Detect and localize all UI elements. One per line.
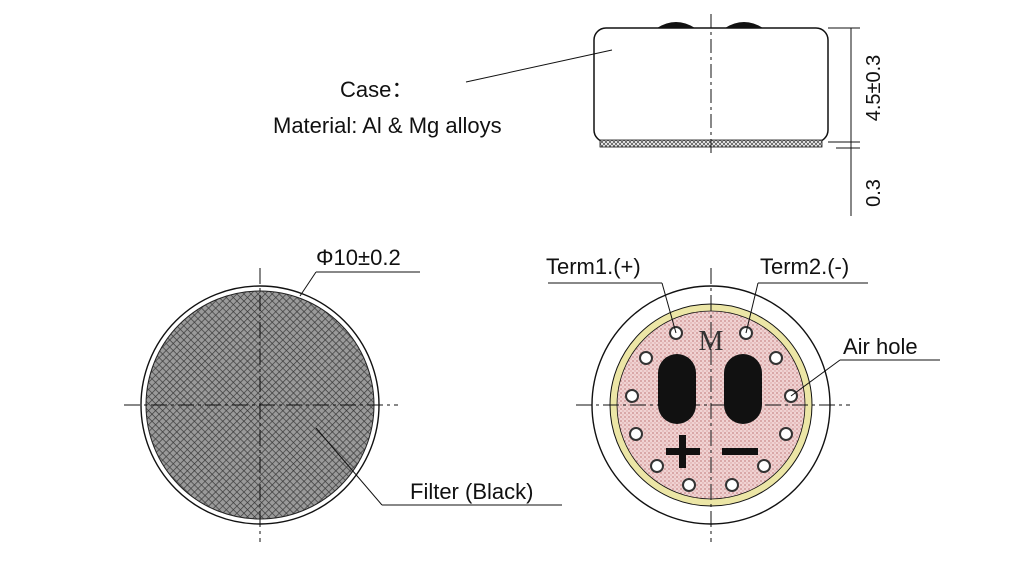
via-hole: [725, 478, 739, 492]
via-hole: [639, 351, 653, 365]
term1-leader: [661, 282, 677, 334]
via-hole: [757, 459, 771, 473]
diameter-label: Φ10±0.2: [316, 245, 401, 270]
air-hole-label: Air hole: [843, 334, 918, 359]
side-view: 4.5±0.3 0.3 Case： Material: Al & Mg allo…: [273, 14, 885, 216]
front-view: Φ10±0.2 Filter (Black): [124, 245, 562, 542]
back-view: M Term1.(+) Term2.(-) Air hole: [546, 254, 940, 542]
via-hole: [769, 351, 783, 365]
via-hole: [629, 427, 643, 441]
pcb-mark: M: [699, 326, 724, 357]
term2-leader: [745, 282, 759, 334]
via-hole: [682, 478, 696, 492]
case-label: Case：: [340, 77, 413, 102]
top-bump-right: [725, 22, 763, 28]
minus-sign: [722, 448, 758, 455]
diameter-leader: [299, 271, 317, 297]
material-label: Material: Al & Mg alloys: [273, 113, 502, 138]
height-dimension: 4.5±0.3: [863, 55, 885, 122]
via-hole: [779, 427, 793, 441]
term1-label: Term1.(+): [546, 254, 641, 279]
terminal2-pad: [724, 354, 762, 424]
terminal1-pad: [658, 354, 696, 424]
case-leader-line: [465, 49, 613, 83]
base-dimension: 0.3: [863, 179, 885, 207]
top-bump-left: [657, 22, 695, 28]
term2-label: Term2.(-): [760, 254, 849, 279]
plus-sign-v: [679, 435, 686, 468]
via-hole: [650, 459, 664, 473]
filter-label: Filter (Black): [410, 479, 533, 504]
filter-leader: [315, 427, 383, 506]
via-hole: [625, 389, 639, 403]
air-hole-leader: [790, 359, 841, 397]
